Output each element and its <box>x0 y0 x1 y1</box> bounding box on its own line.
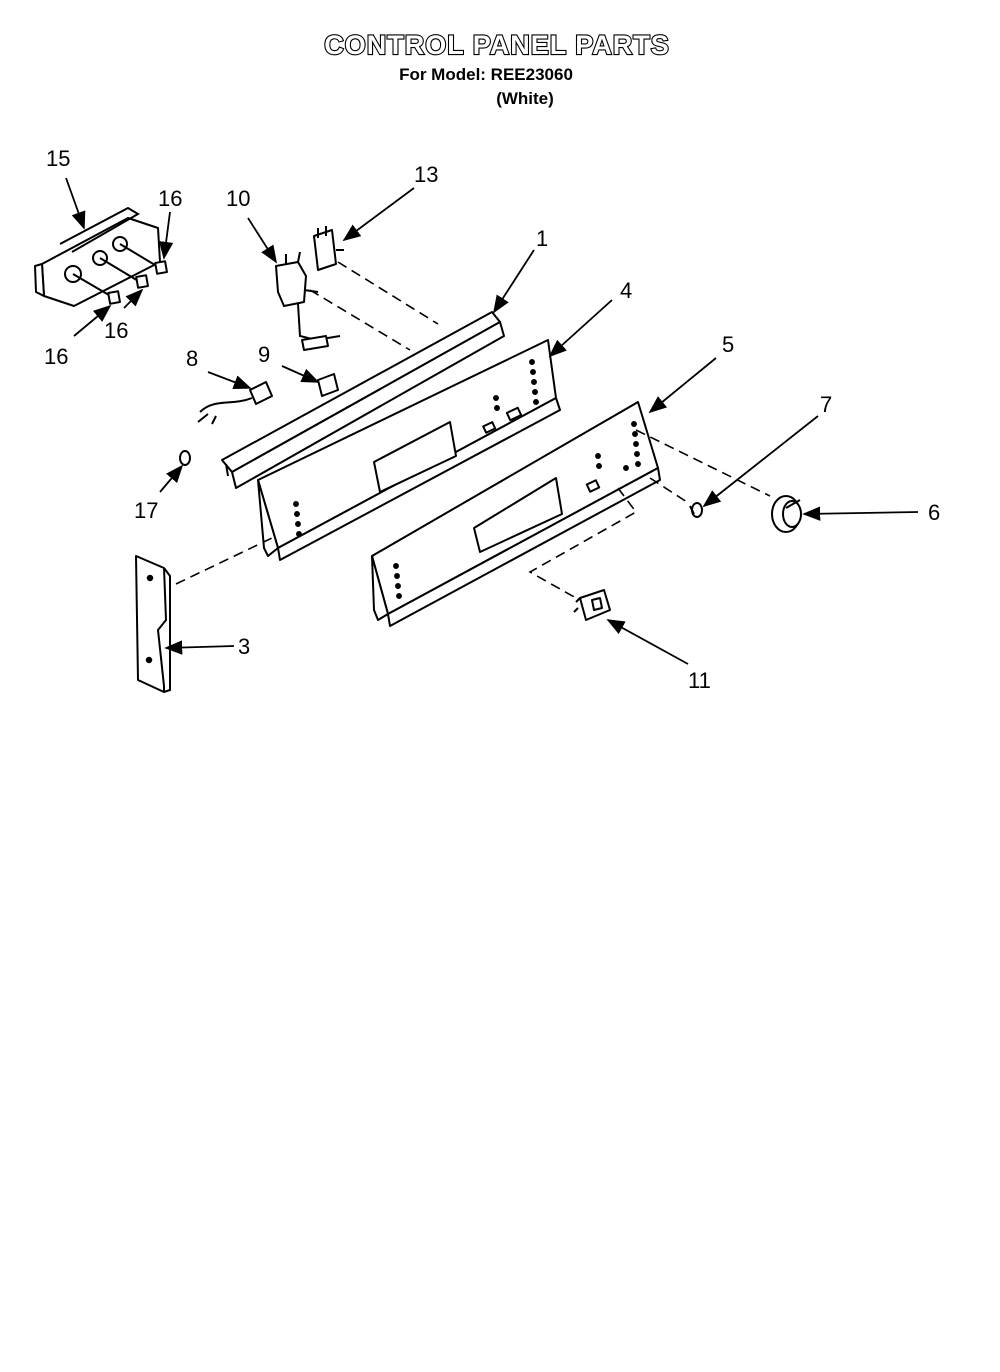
callout-4: 4 <box>620 278 632 303</box>
callout-leaders <box>65 177 919 665</box>
callout-3: 3 <box>238 634 250 659</box>
callout-17: 17 <box>134 498 158 523</box>
callout-9: 9 <box>258 342 270 367</box>
part-11-switch <box>573 589 611 621</box>
part-4-control-panel <box>257 339 561 561</box>
diagram-title: CONTROL PANEL PARTS <box>324 30 670 60</box>
part-10-thermostat <box>275 251 341 351</box>
callout-numbers: 15 16 16 16 10 13 1 4 8 9 5 7 6 17 3 11 <box>44 146 940 693</box>
callout-10: 10 <box>226 186 250 211</box>
part-13-switch <box>313 226 344 271</box>
callout-16-left: 16 <box>44 344 68 369</box>
callout-5: 5 <box>722 332 734 357</box>
callout-13: 13 <box>414 162 438 187</box>
part-5-lower-panel <box>371 401 661 627</box>
part-16-clips <box>107 260 168 305</box>
callout-1: 1 <box>536 226 548 251</box>
callout-6: 6 <box>928 500 940 525</box>
callout-16-upper: 16 <box>158 186 182 211</box>
callout-16-middle: 16 <box>104 318 128 343</box>
model-line: For Model: REE23060 <box>399 65 573 84</box>
part-6-knob <box>771 495 802 533</box>
part-17-plug <box>179 450 191 466</box>
part-15-switch-bracket <box>34 206 161 307</box>
part-7-pin <box>689 502 703 518</box>
callout-11: 11 <box>688 668 711 693</box>
part-3-bracket <box>135 555 171 693</box>
assembly-lines <box>175 261 771 599</box>
part-1-trim-strip <box>221 311 505 489</box>
part-8-harness <box>197 381 273 425</box>
callout-15: 15 <box>46 146 70 171</box>
callout-7: 7 <box>820 392 832 417</box>
part-9-switch <box>317 373 339 397</box>
callout-8: 8 <box>186 346 198 371</box>
color-line: (White) <box>496 89 554 108</box>
